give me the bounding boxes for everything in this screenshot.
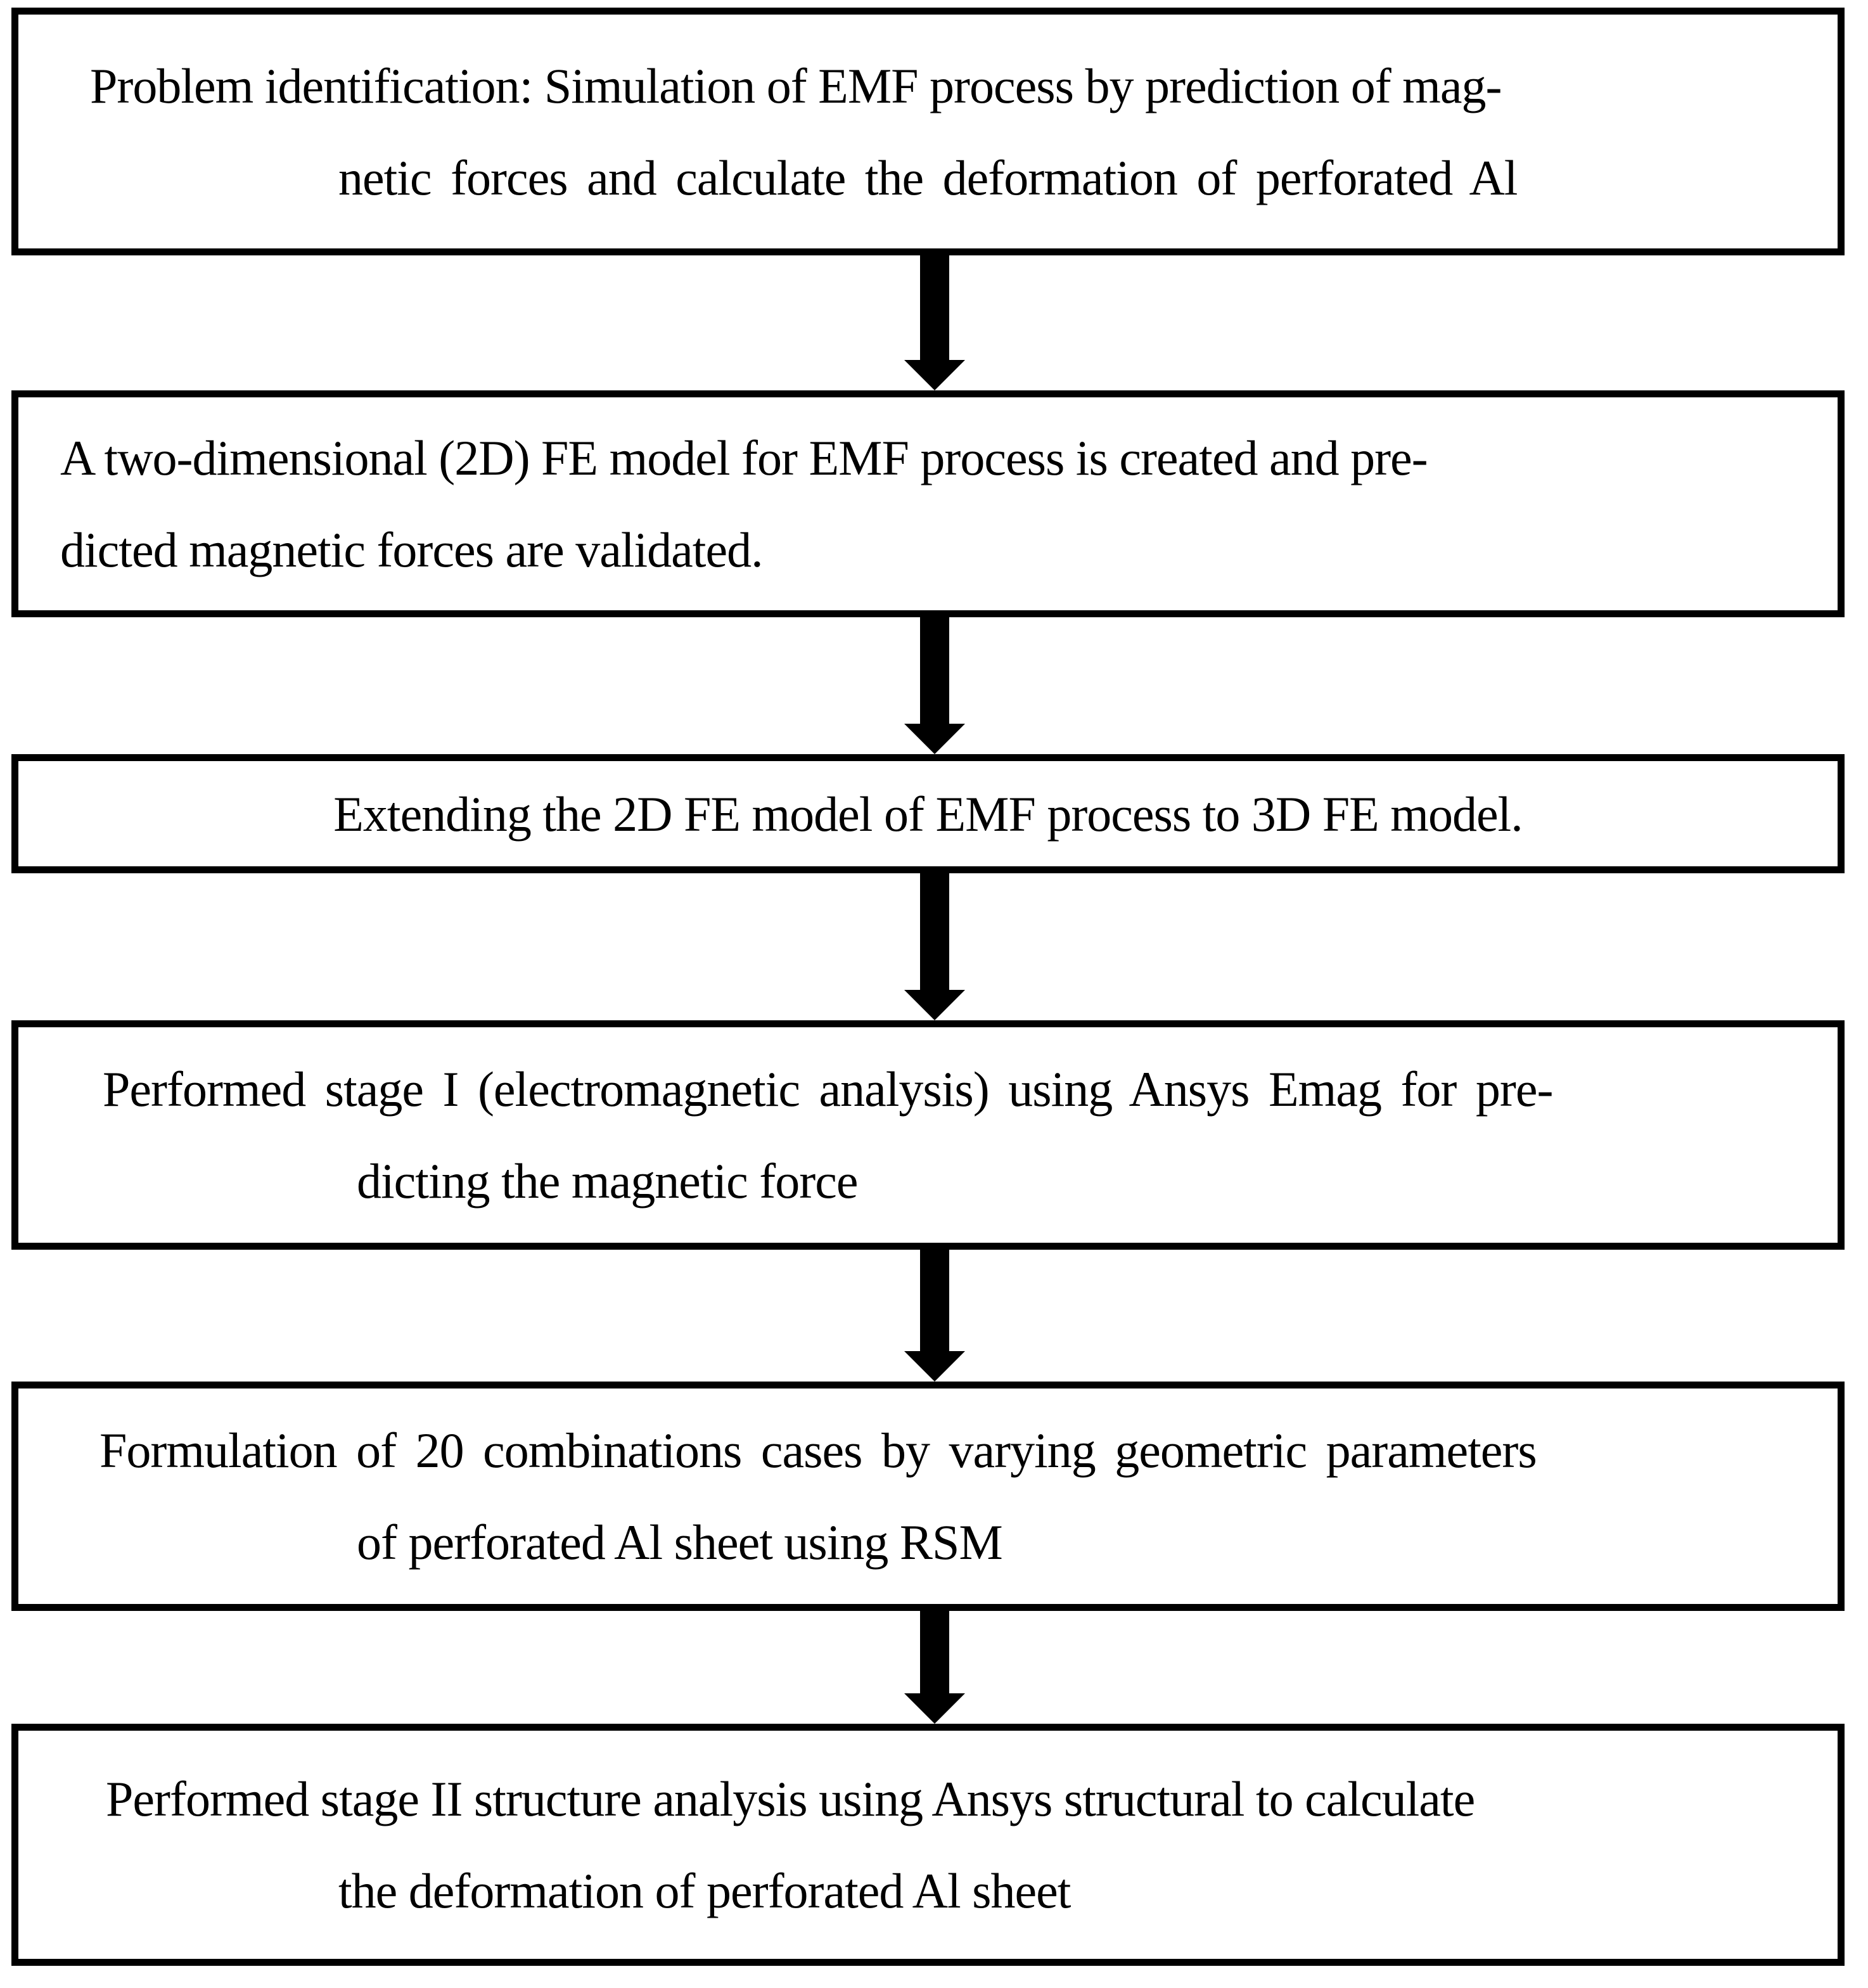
box-line: netic forces and calculate the deformati… <box>338 150 1518 205</box>
arrow-head <box>904 1693 965 1724</box>
arrow-shaft <box>920 873 949 992</box>
box-line: Extending the 2D FE model of EMF process… <box>333 786 1523 842</box>
box-line: the deformation of perforated Al sheet <box>338 1863 1071 1918</box>
arrow-shaft <box>920 617 949 726</box>
arrow-shaft <box>920 1250 949 1353</box>
process-box-stage-1-electromagnetic: Performed stage I (electromagnetic analy… <box>11 1020 1845 1250</box>
arrow-head <box>904 724 965 754</box>
box-line: Performed stage II structure analysis us… <box>106 1771 1475 1826</box>
process-box-2d-fe-model: A two-dimensional (2D) FE model for EMF … <box>11 390 1845 617</box>
arrow-shaft <box>920 1611 949 1695</box>
arrow-head <box>904 1351 965 1382</box>
process-box-stage-2-structural: Performed stage II structure analysis us… <box>11 1724 1845 1966</box>
process-box-rsm-combinations: Formulation of 20 combinations cases by … <box>11 1382 1845 1611</box>
box-line: Performed stage I (electromagnetic analy… <box>103 1061 1553 1117</box>
box-line: of perforated Al sheet using RSM <box>357 1515 1003 1570</box>
arrow-head <box>904 360 965 390</box>
arrow-shaft <box>920 255 949 362</box>
process-box-problem-identification: Problem identification: Simulation of EM… <box>11 8 1845 255</box>
box-line: Problem identification: Simulation of EM… <box>90 58 1502 113</box>
box-line: Formulation of 20 combinations cases by … <box>99 1423 1537 1478</box>
box-line: A two-dimensional (2D) FE model for EMF … <box>60 430 1428 485</box>
arrow-head <box>904 990 965 1020</box>
box-line: dicted magnetic forces are validated. <box>60 522 764 577</box>
process-box-extend-to-3d: Extending the 2D FE model of EMF process… <box>11 754 1845 873</box>
box-line: dicting the magnetic force <box>357 1153 859 1209</box>
